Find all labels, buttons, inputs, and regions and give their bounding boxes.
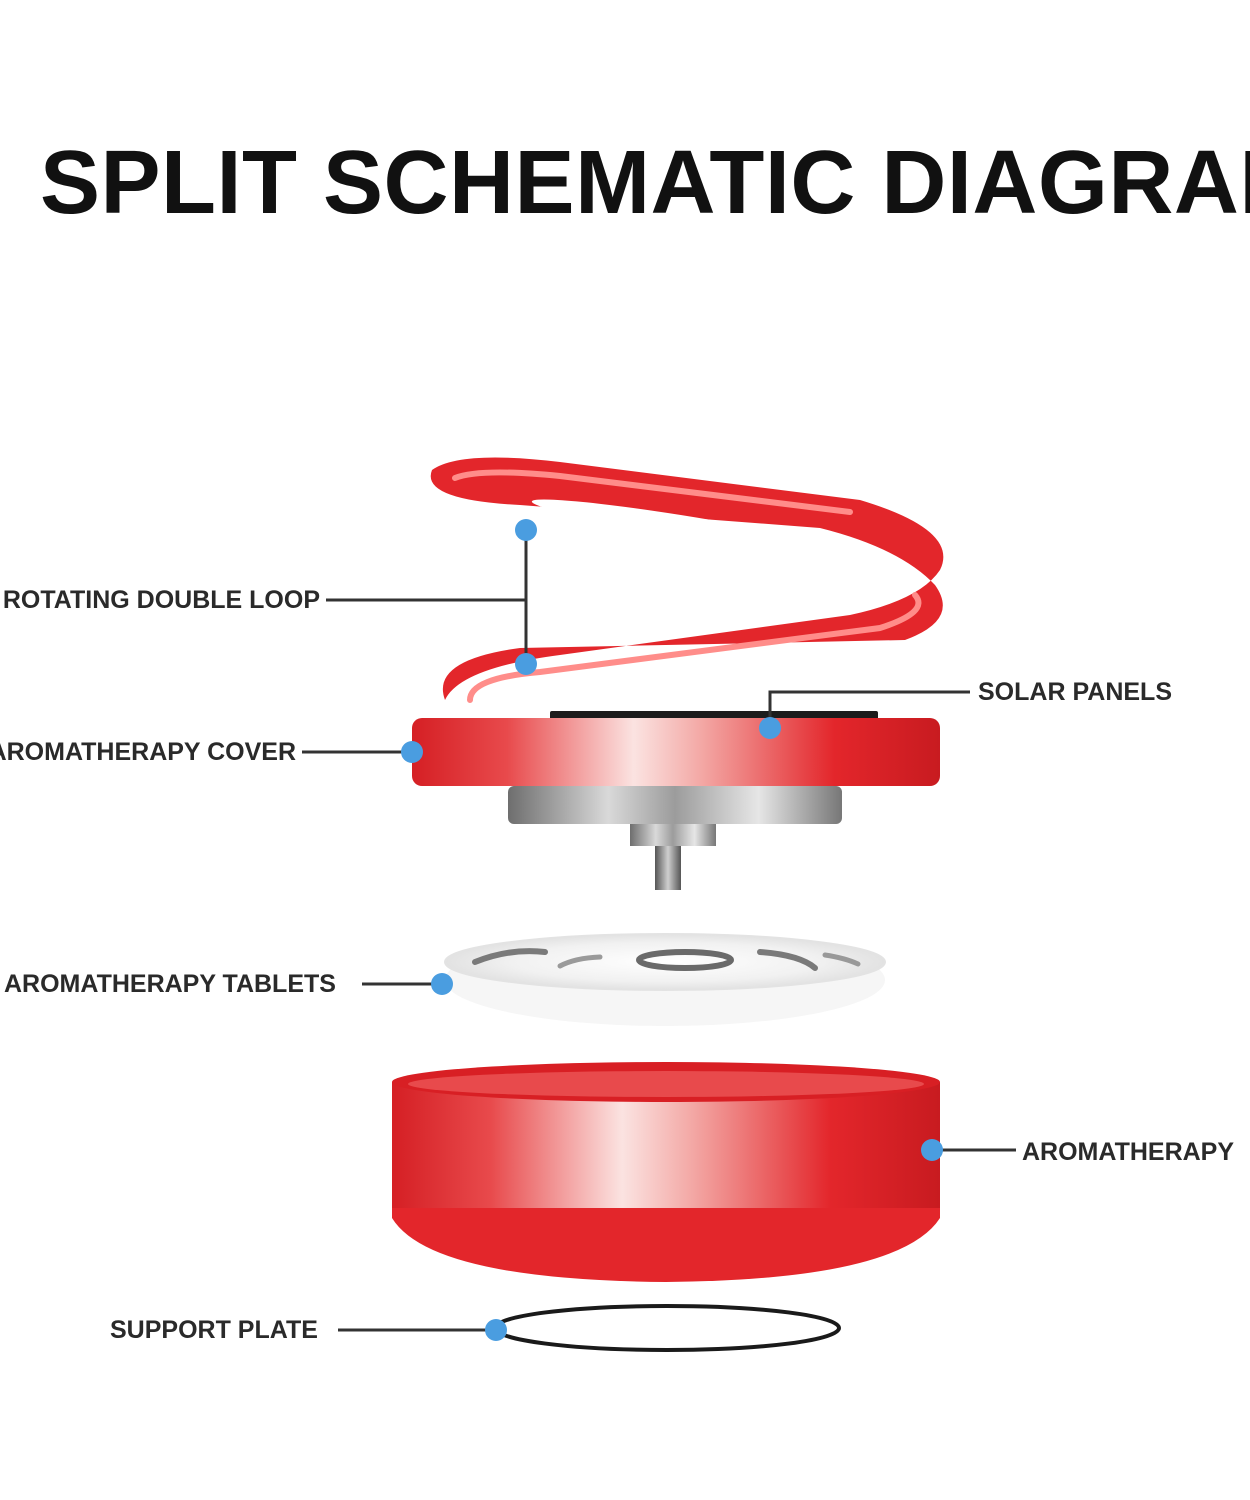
label-aromatherapy-cover: AROMATHERAPY COVER [0,738,296,766]
label-rotating-double-loop: ROTATING DOUBLE LOOP [2,586,320,614]
leader-dot [485,1319,507,1341]
leader-lines [302,530,1016,1332]
leader-dot [759,717,781,739]
leader-dot [515,519,537,541]
aromatherapy-bowl-part [392,1062,940,1282]
rotating-double-loop [430,457,944,703]
aromatherapy-cover-part [412,718,940,786]
leader-dot [515,653,537,675]
diagram-title: SPLIT SCHEMATIC DIAGRAM [40,133,1250,233]
leader-dots [401,519,943,1341]
label-aromatherapy-tablets: AROMATHERAPY TABLETS [4,970,336,998]
leader-dot [401,741,423,763]
label-support-plate: SUPPORT PLATE [110,1316,318,1344]
support-plate-ring [493,1304,841,1352]
metal-housing [508,786,842,890]
aromatherapy-tablets-part [444,933,886,1026]
leader-dot [431,973,453,995]
label-solar-panels: SOLAR PANELS [978,678,1172,706]
leader-dot [921,1139,943,1161]
label-aromatherapy: AROMATHERAPY [1022,1138,1235,1166]
